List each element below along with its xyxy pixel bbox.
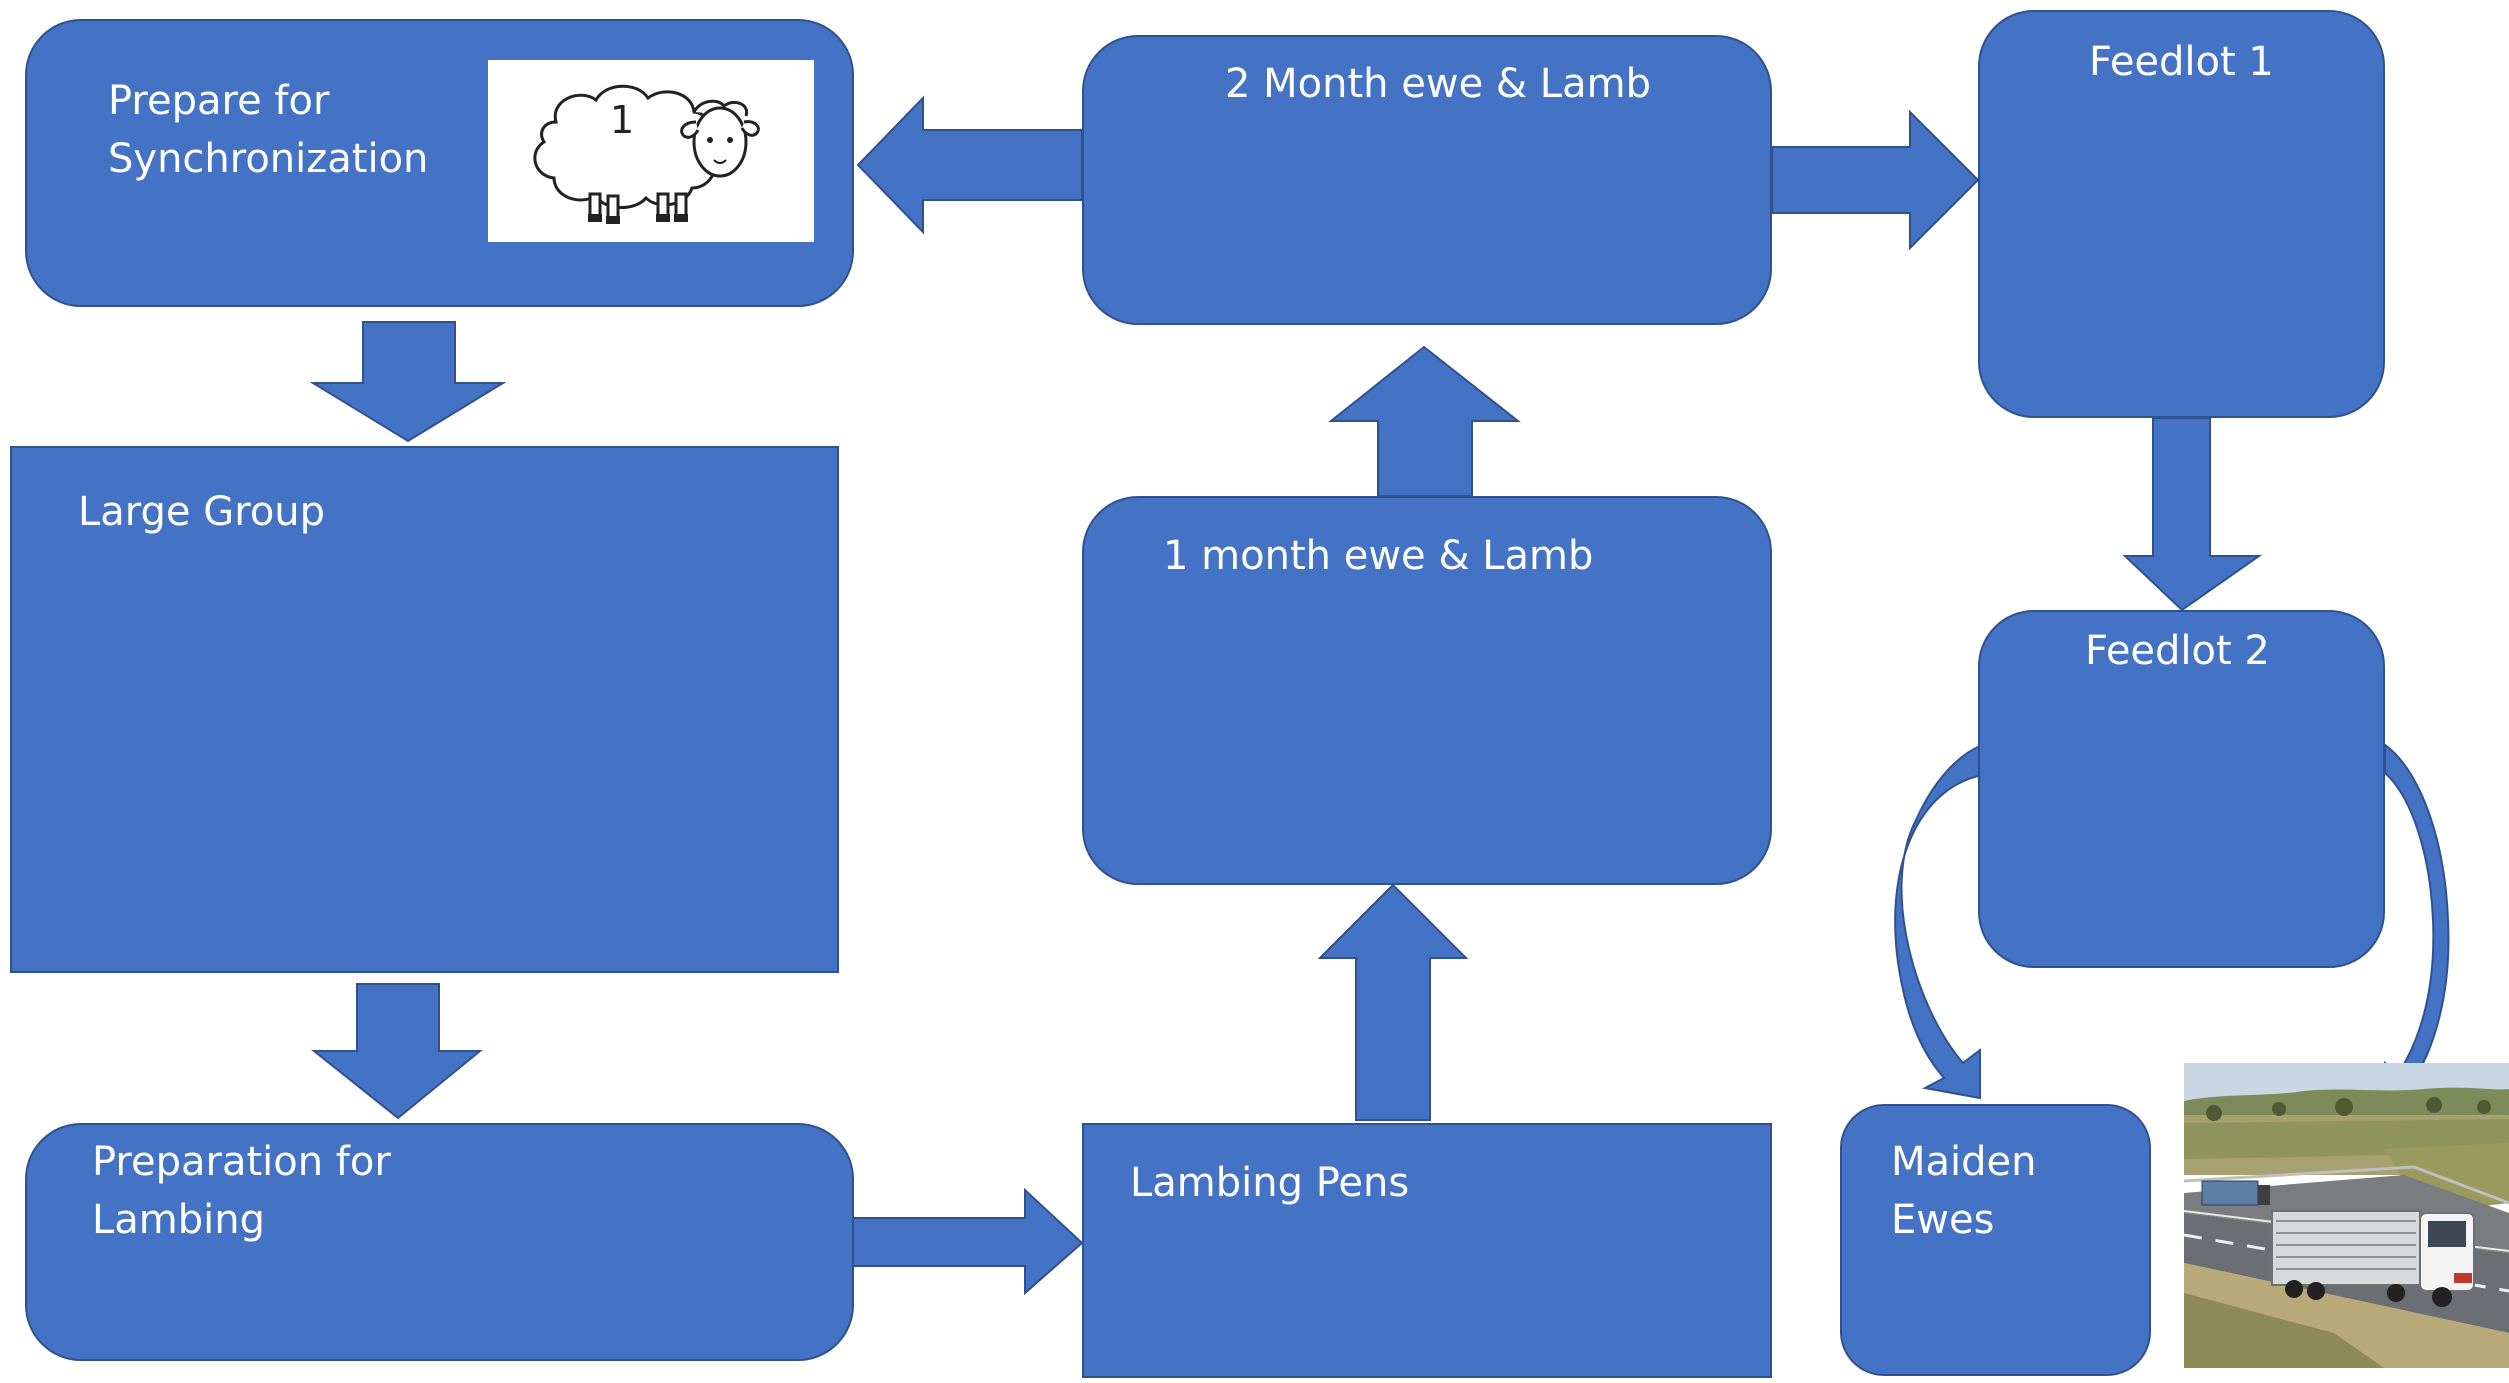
lambing-pens-box xyxy=(1082,1123,1772,1378)
lambing-pens-label: Lambing Pens xyxy=(1130,1160,1410,1206)
large-group-box xyxy=(10,446,839,973)
feedlot2-box xyxy=(1978,610,2385,968)
feedlot1-label: Feedlot 1 xyxy=(2089,39,2274,85)
prep-for-lambing-label: Preparation for Lambing xyxy=(92,1139,391,1243)
arrow-two-month-to-feedlot1 xyxy=(1771,109,1980,251)
arrow-prep-lambing-to-lambing-pens xyxy=(852,1187,1084,1296)
large-group-label: Large Group xyxy=(78,489,326,535)
feedlot1-box xyxy=(1978,10,2385,418)
one-month-ewe-lamb-label: 1 month ewe & Lamb xyxy=(1163,533,1594,579)
feedlot2-label: Feedlot 2 xyxy=(2085,628,2270,674)
arrow-lambing-pens-to-one-month xyxy=(1317,883,1469,1121)
arrow-large-group-to-prep-lambing xyxy=(311,983,483,1120)
arrow-two-month-to-prepare xyxy=(856,95,1083,235)
arrow-prepare-to-large-group xyxy=(309,321,507,443)
one-month-ewe-lamb-box xyxy=(1082,496,1772,885)
two-month-ewe-lamb-label: 2 Month ewe & Lamb xyxy=(1225,61,1651,107)
sheep-number: 1 xyxy=(610,98,634,142)
arrow-feedlot1-to-feedlot2 xyxy=(2122,417,2263,612)
maiden-ewes-box xyxy=(1840,1104,2151,1376)
two-month-ewe-lamb-box xyxy=(1082,35,1772,325)
livestock-truck-photo xyxy=(2184,1063,2509,1368)
prepare-for-sync-label: Prepare for Synchronization xyxy=(108,78,429,182)
sheep-card: 1 xyxy=(488,60,814,242)
prep-for-lambing-box xyxy=(25,1123,854,1361)
sheep-icon: 1 xyxy=(533,84,760,224)
arrow-feedlot2-to-maiden-ewes xyxy=(1894,743,1983,1100)
maiden-ewes-label: Maiden Ewes xyxy=(1891,1139,2037,1243)
arrow-feedlot2-to-truck xyxy=(2383,743,2450,1102)
arrow-one-month-to-two-month xyxy=(1328,345,1521,497)
